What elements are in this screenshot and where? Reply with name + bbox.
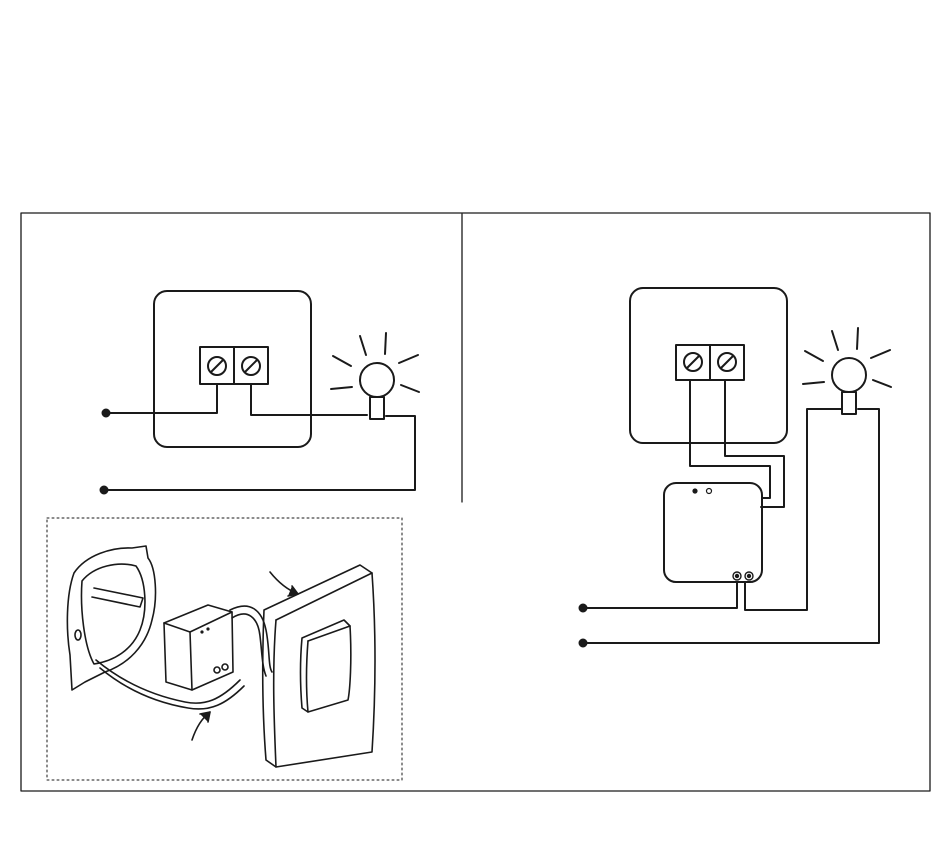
wire-terminal-dot (580, 640, 587, 647)
installation-illustration (67, 546, 375, 767)
flush-mounting-box (67, 546, 155, 690)
screw-terminal-icon (684, 353, 702, 371)
switched-wire (251, 384, 367, 415)
screw-terminal-icon (718, 353, 736, 371)
light-bulb-icon (331, 333, 419, 419)
wall-switch-plate (154, 291, 311, 447)
live-wire (106, 384, 217, 413)
switched-wire (745, 409, 842, 610)
cable (100, 668, 244, 709)
wire-terminal-dot (101, 487, 108, 494)
relay-module-icon (164, 605, 233, 690)
wire-terminal-dot (580, 605, 587, 612)
light-bulb-icon (803, 328, 891, 414)
wall-switch-plate (630, 288, 787, 443)
cable (232, 614, 266, 676)
wire-terminal-dot (103, 410, 110, 417)
outer-frame (21, 213, 930, 791)
switch-wire-a (690, 380, 770, 498)
installation-frame (47, 518, 402, 780)
live-wire (583, 583, 737, 608)
relay-module-icon (664, 483, 762, 582)
arrow-icon (192, 712, 210, 740)
arrow-icon (270, 572, 298, 596)
rocker-switch-icon (263, 565, 375, 767)
conventional-wiring-panel (101, 291, 420, 494)
screw-terminal-icon (208, 357, 226, 375)
neutral-wire (104, 416, 415, 490)
terminal-block (676, 345, 744, 380)
switch-wire-d (731, 380, 790, 450)
screw-terminal-icon (242, 357, 260, 375)
module-wiring-panel (580, 288, 892, 647)
terminal-block (200, 347, 268, 384)
